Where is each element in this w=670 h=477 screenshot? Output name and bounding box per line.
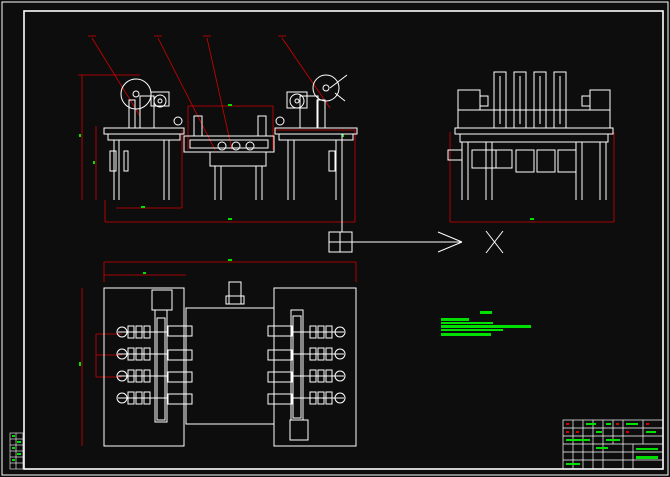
side-elevation-view — [447, 71, 615, 223]
dimension-lines — [78, 74, 356, 223]
leader-lines — [88, 35, 331, 151]
left-stand — [103, 78, 185, 200]
section-symbol — [328, 134, 504, 254]
left-roller-array — [116, 325, 168, 405]
right-stand — [274, 74, 358, 200]
title-block — [562, 419, 664, 470]
front-elevation-view — [78, 35, 358, 223]
technical-notes — [441, 311, 531, 336]
margin-stamp — [9, 432, 24, 470]
right-roller-array — [292, 325, 346, 405]
plan-view — [79, 259, 357, 447]
center-carriage — [183, 115, 275, 200]
